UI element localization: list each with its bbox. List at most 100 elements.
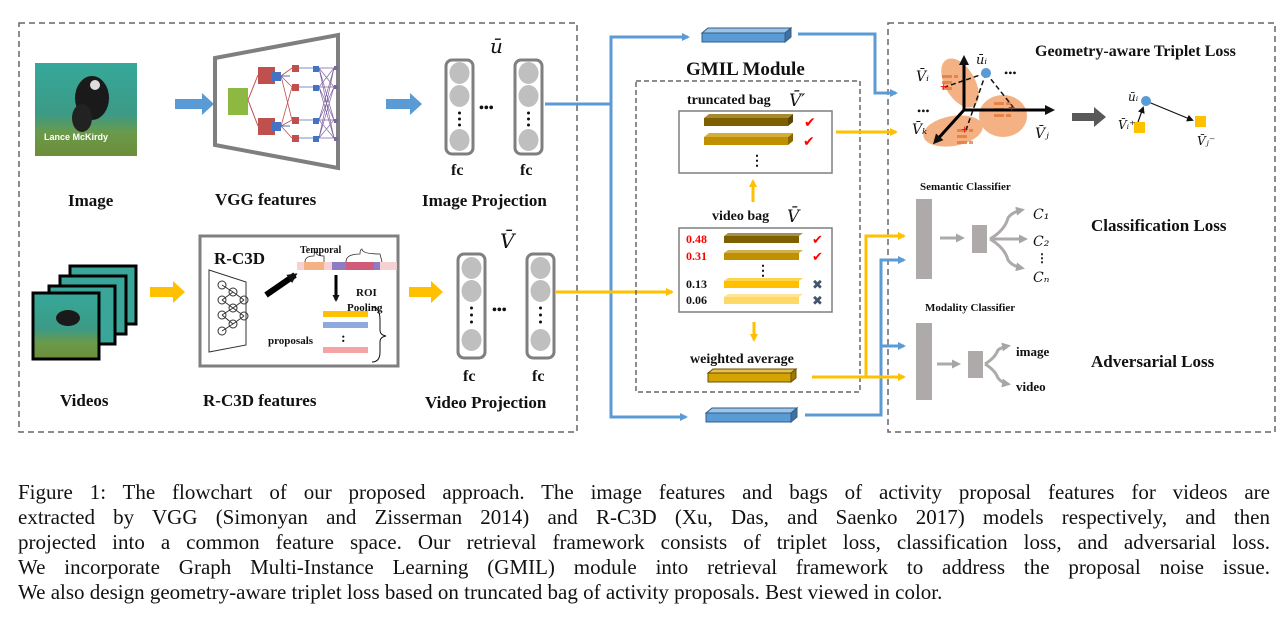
image-overlay-text: Lance McKirdy — [44, 132, 108, 142]
modality-classifier-label: Modality Classifier — [925, 302, 1015, 314]
roi-label: ROI — [356, 287, 377, 299]
svg-text:+: + — [940, 79, 947, 94]
image-to-classifiers-line — [805, 256, 906, 417]
modality-video-label: video — [1016, 379, 1046, 394]
fc-label-1: fc — [451, 162, 463, 179]
truncated-bag-symbol: V̄′ — [789, 89, 805, 111]
ellipsis-left: ••• — [917, 104, 930, 118]
proposal-row: 0.06 ✖ — [686, 293, 823, 309]
svg-text:+: + — [961, 122, 968, 137]
adversarial-loss-label: Adversarial Loss — [1091, 352, 1215, 371]
class-c1-label: C₁ — [1033, 207, 1049, 223]
modality-hidden-layer — [968, 351, 983, 378]
class-ellipsis: ⋮ — [1036, 251, 1048, 265]
arrow-vgg-to-projection — [386, 93, 422, 115]
cross-icon: ✖ — [812, 294, 823, 309]
modality-image-label: image — [1016, 344, 1049, 359]
vgg-network-icon — [213, 32, 340, 171]
proposal-bar — [724, 297, 799, 304]
svg-text:+: + — [1008, 100, 1015, 115]
modality-classifier-layer — [916, 323, 932, 400]
triplet-result-plot — [1134, 96, 1206, 133]
video-fc-label-1: fc — [463, 368, 475, 385]
gray-arrow-right — [1072, 107, 1106, 127]
video-fc-layer-2 — [525, 252, 556, 360]
proposal-row: 0.13✖ — [686, 277, 823, 293]
image-fc-layer-1 — [444, 58, 475, 156]
class-cn-label: Cₙ — [1033, 270, 1050, 286]
feature-extraction-panel — [18, 22, 578, 433]
video-bag-label: video bag — [712, 209, 769, 224]
vi-plus-label: V̄ᵢ⁺ — [1118, 117, 1135, 132]
input-videos — [31, 264, 138, 361]
semantic-branch-cn — [989, 237, 1025, 272]
proposal-bar-top — [724, 278, 803, 281]
weighted-average-bar — [706, 367, 798, 384]
image-embedding-bar-top — [700, 26, 793, 44]
semantic-classifier-layer — [916, 199, 932, 279]
proposal-bar — [724, 236, 799, 243]
flowchart-diagram: Lance McKirdy Image VGG features — [18, 22, 1276, 433]
rc3d-network-box: : — [198, 234, 400, 368]
svg-text::: : — [341, 331, 346, 346]
loss-panel — [887, 22, 1276, 433]
arrow-rc3d-to-projection — [409, 281, 443, 303]
semantic-hidden-layer — [972, 225, 987, 253]
vk-label: V̄ₖ — [912, 120, 927, 138]
truncated-proposal-bar-2 — [704, 133, 793, 145]
video-fc-ellipsis: ••• — [492, 303, 507, 318]
ellipsis-top: ••• — [1004, 66, 1017, 80]
truncated-proposal-bar-1 — [704, 114, 793, 126]
image-feature-line-down — [609, 104, 688, 421]
image-projection-symbol: ū — [490, 34, 503, 58]
image-label: Image — [68, 191, 114, 210]
weighted-average-label: weighted average — [690, 352, 794, 367]
image-projection-label: Image Projection — [422, 191, 547, 210]
video-fc-label-2: fc — [532, 368, 544, 385]
arrow-image-to-vgg — [175, 93, 214, 115]
proposals-label: proposals — [268, 335, 314, 347]
vertical-ellipsis: ⋮ — [750, 154, 764, 169]
video-projection-label: Video Projection — [425, 393, 547, 412]
embedding-space-plot: + + + — [923, 55, 1055, 147]
proposal-bar — [724, 281, 799, 288]
proposal-bar-top — [724, 233, 803, 236]
video-bag-rows: 0.48 ✔0.31✔ 0.13✖0.06 ✖ — [686, 232, 823, 309]
triplet-loss-title: Geometry-aware Triplet Loss — [1035, 43, 1236, 60]
vj-minus-label: V̄ⱼ⁻ — [1197, 133, 1215, 148]
modality-branch-image — [984, 342, 1011, 366]
input-image: Lance McKirdy — [35, 63, 137, 156]
rc3d-features-label: R-C3D features — [203, 391, 317, 410]
videos-label: Videos — [60, 391, 109, 410]
video-bag-symbol: V̄ — [787, 205, 801, 227]
image-embedding-bar-bottom — [704, 406, 799, 424]
caption-line: extracted by VGG (Simonyan and Zisserman… — [18, 505, 1270, 529]
check-icon: ✔ — [812, 233, 823, 248]
arrow-videos-to-rc3d — [150, 281, 185, 303]
truncated-bag-label: truncated bag — [687, 93, 771, 108]
average-to-classifiers-line — [812, 232, 906, 379]
caption-line: We incorporate Graph Multi-Instance Lear… — [18, 555, 1270, 579]
figure-caption: Figure 1: The flowchart of our proposed … — [18, 480, 1270, 605]
vgg-features-label: VGG features — [215, 190, 317, 209]
modality-branch-video — [984, 362, 1011, 388]
proposal-score: 0.06 — [686, 293, 707, 307]
fc-label-2: fc — [520, 162, 532, 179]
proposal-bar-top — [724, 294, 803, 297]
check-icon: ✔ — [812, 250, 823, 265]
proposal-row: 0.31✔ — [686, 249, 823, 265]
fc-ellipsis: ••• — [479, 101, 494, 116]
image-feature-line — [545, 33, 690, 106]
video-projection-symbol: V̄ — [500, 228, 517, 253]
gmil-title: GMIL Module — [686, 59, 805, 80]
video-fc-layer-1 — [456, 252, 487, 360]
proposal-score: 0.48 — [686, 232, 707, 246]
semantic-branch-c1 — [989, 206, 1025, 241]
caption-line: projected into a common feature space. O… — [18, 530, 1270, 554]
proposal-row: 0.48 ✔ — [686, 232, 823, 248]
vi-label: V̄ᵢ — [916, 67, 929, 85]
caption-line: Figure 1: The flowchart of our proposed … — [18, 480, 1270, 504]
cross-icon: ✖ — [812, 278, 823, 293]
ui-result-label: ūᵢ — [1128, 90, 1139, 104]
proposal-bar-top — [724, 250, 803, 253]
